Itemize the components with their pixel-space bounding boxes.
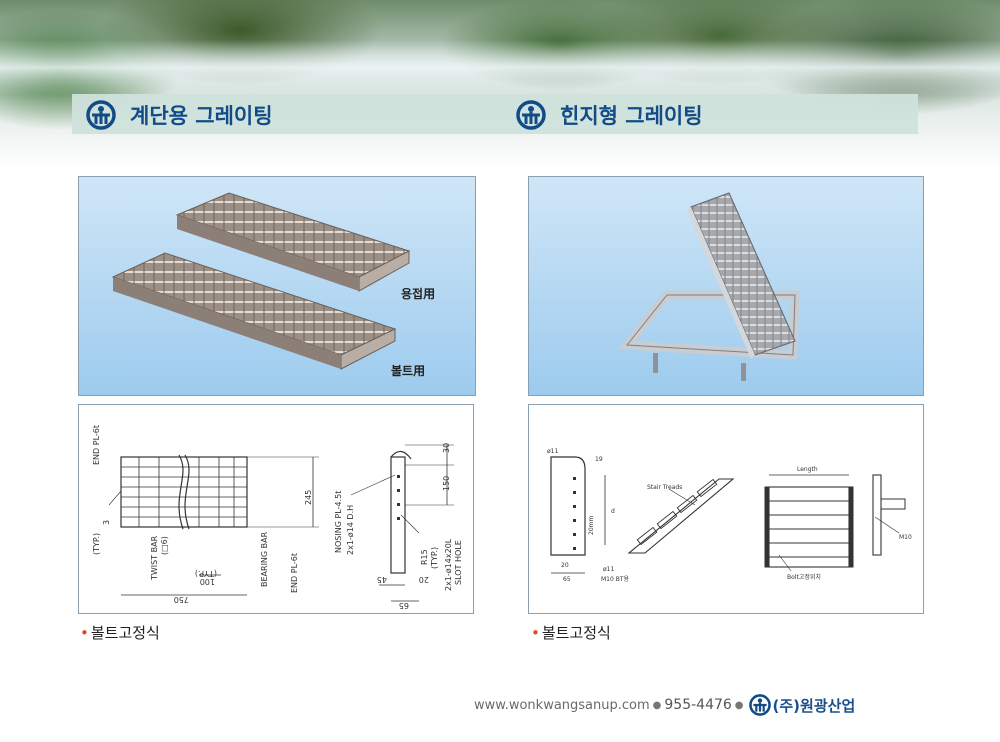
phone-number: 955-4476 <box>664 697 732 713</box>
stair-treads-label: Stair Treads <box>647 484 682 491</box>
m10-label: M10 <box>899 534 912 541</box>
bolt-position-label: Bolt고정위치 <box>787 573 821 581</box>
end-plate-label: END PL-6t <box>92 425 101 465</box>
bullet-icon: • <box>80 624 89 642</box>
nosing-label: NOSING PL-4.5t <box>334 491 343 553</box>
bullet-icon: • <box>531 624 540 642</box>
left-section-title: 계단용 그레이팅 <box>86 99 273 131</box>
hinge-grating-title: 힌지형 그레이팅 <box>560 104 703 128</box>
dia11-top-label: ø11 <box>547 448 558 455</box>
separator-dot-icon: ● <box>734 699 744 711</box>
hinge-grating-photo <box>528 176 924 396</box>
bolt-label: M10 BT용 <box>601 576 630 583</box>
dim-150-label: 150 <box>442 476 451 491</box>
dim-30-label: 30 <box>442 443 451 453</box>
left-caption-text: 볼트고정식 <box>90 624 160 642</box>
title-bar <box>72 94 918 134</box>
footer: www.wonkwangsanup.com ● 955-4476 ● (주)원광… <box>474 693 855 717</box>
dim-65-label: 65 <box>399 601 409 610</box>
typ-label: (TYP.) <box>92 533 101 555</box>
stair-grating-title: 계단용 그레이팅 <box>130 104 273 128</box>
twist-size-label: (□6) <box>160 536 169 555</box>
length-label: Length <box>797 466 818 473</box>
bolted-label: 볼트用 <box>391 364 426 378</box>
company-logo-icon <box>86 100 116 130</box>
r15-label: R15 <box>420 549 429 565</box>
dim-19-label: 19 <box>595 456 603 463</box>
stair-grating-photo: 용접用 볼트用 <box>78 176 476 396</box>
dim-20mm-label: 20mm <box>588 516 595 535</box>
height-245-label: 245 <box>304 490 313 505</box>
separator-dot-icon: ● <box>652 699 662 711</box>
website-link[interactable]: www.wonkwangsanup.com <box>474 697 650 713</box>
stair-grating-drawing: END PL-6t (TYP.) 3 TWIST BAR (□6) (TYP.)… <box>78 404 474 614</box>
left-caption: •볼트고정식 <box>80 622 160 643</box>
twist-bar-label: TWIST BAR <box>150 535 159 581</box>
r15-typ-label: (TYP.) <box>430 547 439 569</box>
stair-tread-illustration <box>111 192 411 370</box>
dim-d-label: d <box>611 508 615 515</box>
length-750-label: 750 <box>174 595 189 604</box>
hinge-grating-schematic: ø11 19 d 20mm 20 65 ø11 M10 BT용 Stair Tr… <box>547 448 912 583</box>
stair-grating-schematic: END PL-6t (TYP.) 3 TWIST BAR (□6) (TYP.)… <box>92 425 463 610</box>
hole-label: 2x1-ø14 D.H <box>346 505 355 555</box>
hinge-grating-drawing: ø11 19 d 20mm 20 65 ø11 M10 BT용 Stair Tr… <box>528 404 924 614</box>
pitch-typ-label: (TYP.) <box>195 569 217 578</box>
right-caption-text: 볼트고정식 <box>541 624 611 642</box>
company-logo-icon <box>516 100 546 130</box>
dim-20-label: 20 <box>419 575 429 584</box>
end-plate-label-2: END PL-6t <box>290 553 299 593</box>
right-section-title: 힌지형 그레이팅 <box>516 99 703 131</box>
hinge-grating-illustration <box>618 192 800 381</box>
slot-label: 2x1-ø14x20L <box>444 538 453 591</box>
dim-20-label: 20 <box>561 562 569 569</box>
dia11-bottom-label: ø11 <box>603 566 614 573</box>
pitch-label: 100 <box>200 577 215 586</box>
welded-label: 용접用 <box>401 287 436 301</box>
company-name: (주)원광산업 <box>772 696 856 715</box>
weld-label: 3 <box>102 520 111 525</box>
dim-65-label: 65 <box>563 576 571 583</box>
bearing-bar-label: BEARING BAR <box>260 531 269 587</box>
slot-hole-label: SLOT HOLE <box>454 540 463 585</box>
nature-banner <box>0 0 1000 170</box>
dim-45-label: 45 <box>377 575 387 584</box>
company-logo-icon <box>748 694 771 716</box>
right-caption: •볼트고정식 <box>531 622 611 643</box>
